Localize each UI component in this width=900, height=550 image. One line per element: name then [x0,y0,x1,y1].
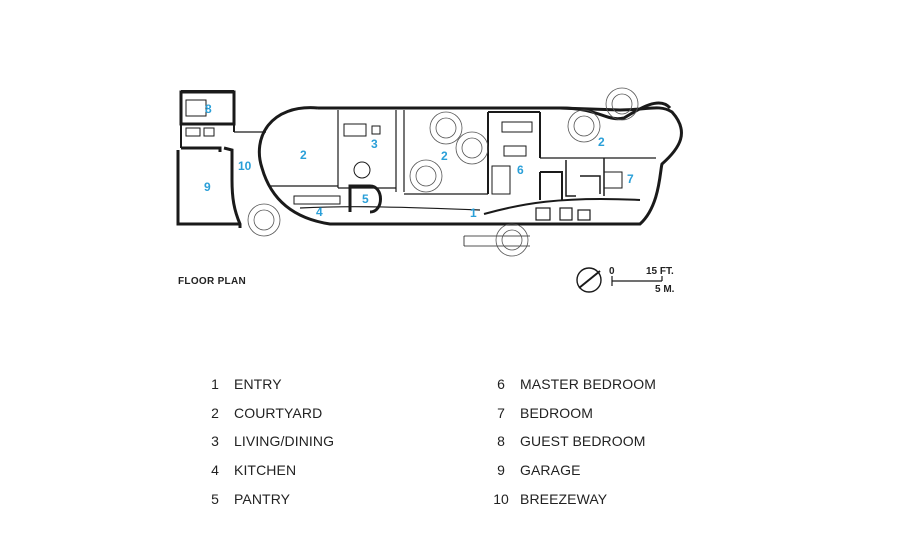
room-label-courtyard-east: 2 [598,135,605,149]
legend-item: 4 KITCHEN [200,456,440,485]
legend-label: LIVING/DINING [234,433,335,450]
legend-item: 3 LIVING/DINING [200,427,440,456]
legend-number: 3 [211,433,219,450]
legend-label: BEDROOM [520,404,594,421]
legend-item: 2 COURTYARD [200,399,440,428]
legend-column-right: 6 MASTER BEDROOM 7 BEDROOM 8 GUEST BEDRO… [486,370,726,513]
legend-label: MASTER BEDROOM [520,376,656,393]
legend-item: 8 GUEST BEDROOM [486,427,726,456]
legend-number: 8 [497,433,505,450]
trees [247,87,639,257]
legend-label: COURTYARD [234,404,323,421]
legend-item: 5 PANTRY [200,484,440,513]
legend-number: 4 [211,462,219,479]
room-legend: 1 ENTRY 2 COURTYARD 3 LIVING/DINING 4 KI… [0,370,900,520]
legend-item: 10 BREEZEWAY [486,484,726,513]
legend-item: 7 BEDROOM [486,399,726,428]
legend-number: 9 [497,462,505,479]
room-label-courtyard-west: 2 [300,148,307,162]
room-label-master-bedroom: 6 [517,163,524,177]
legend-number: 5 [211,490,219,507]
legend-number: 2 [211,404,219,421]
floor-plan-caption: FLOOR PLAN [178,276,246,287]
legend-label: BREEZEWAY [520,490,608,507]
legend-item: 6 MASTER BEDROOM [486,370,726,399]
scale-meters-label: 5 M. [655,284,675,295]
legend-label: GARAGE [520,462,581,479]
room-label-kitchen: 4 [316,205,323,219]
scale-zero-label: 0 [609,266,615,277]
room-label-entry: 1 [470,206,477,220]
room-label-courtyard-central: 2 [441,149,448,163]
legend-item: 9 GARAGE [486,456,726,485]
floor-plan-drawing: 8 10 9 2 3 4 5 2 1 6 2 7 FLOOR PLAN 0 15… [176,87,683,295]
main-house-outline [257,101,683,226]
room-label-breezeway: 10 [238,159,252,173]
legend-item: 1 ENTRY [200,370,440,399]
legend-number: 6 [497,376,505,393]
north-arrow-icon [576,267,602,293]
legend-number: 7 [497,404,505,421]
legend-label: ENTRY [234,376,282,393]
scale-bar [611,276,663,286]
legend-number: 1 [211,376,219,393]
legend-label: KITCHEN [234,462,297,479]
room-label-guest-bedroom: 8 [205,102,212,116]
west-wing-walls [176,90,266,228]
room-label-pantry: 5 [362,192,369,206]
room-labels: 8 10 9 2 3 4 5 2 1 6 2 7 [204,102,634,220]
room-label-bedroom: 7 [627,172,634,186]
scale-feet-label: 15 FT. [646,266,674,277]
room-label-living-dining: 3 [371,137,378,151]
room-label-garage: 9 [204,180,211,194]
legend-label: GUEST BEDROOM [520,433,646,450]
legend-label: PANTRY [234,490,291,507]
legend-column-left: 1 ENTRY 2 COURTYARD 3 LIVING/DINING 4 KI… [200,370,440,513]
legend-number: 10 [493,490,509,507]
